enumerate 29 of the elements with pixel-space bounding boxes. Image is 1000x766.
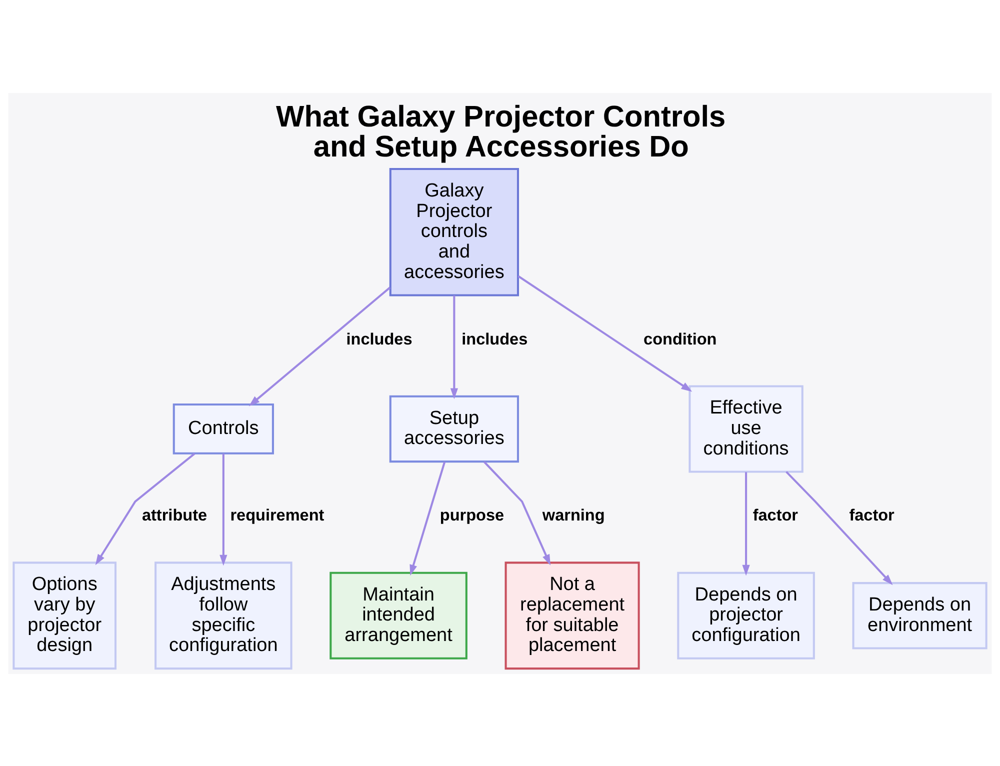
diagram-title: What Galaxy Projector Controls and Setup Accessories Do (276, 100, 726, 163)
arrow (248, 286, 391, 406)
node-box: Depends on projector configuration (677, 571, 815, 659)
node-box: Maintain intended arrangement (330, 571, 468, 659)
node-box: Adjustments follow specific configuration (154, 561, 292, 670)
node-box: Setup accessories (389, 394, 519, 462)
arrow (518, 274, 692, 392)
edge-label: factor (849, 506, 894, 524)
node-box: Depends on environment (852, 582, 988, 649)
arrow (410, 461, 446, 576)
node-box: Options vary by projector design (12, 561, 117, 670)
edge-label: purpose (440, 506, 504, 524)
arrow (450, 294, 458, 399)
arrow (95, 452, 196, 565)
edge-label: warning (542, 506, 605, 524)
node-box: Controls (172, 403, 274, 454)
edge-label: includes (346, 330, 412, 348)
edge-label: attribute (142, 506, 208, 524)
edge-label: requirement (230, 506, 324, 524)
arrow (786, 470, 893, 585)
node-box: Galaxy Projector controls and accessories (389, 168, 519, 296)
edge-label: condition (644, 330, 717, 348)
arrow (220, 453, 228, 566)
node-box: Not a replacement for suitable placement (504, 561, 640, 670)
node-box: Effective use conditions (688, 384, 804, 472)
arrow (483, 460, 550, 565)
arrow (742, 472, 750, 576)
edge-label: includes (462, 330, 528, 348)
edge-label: factor (752, 506, 798, 524)
